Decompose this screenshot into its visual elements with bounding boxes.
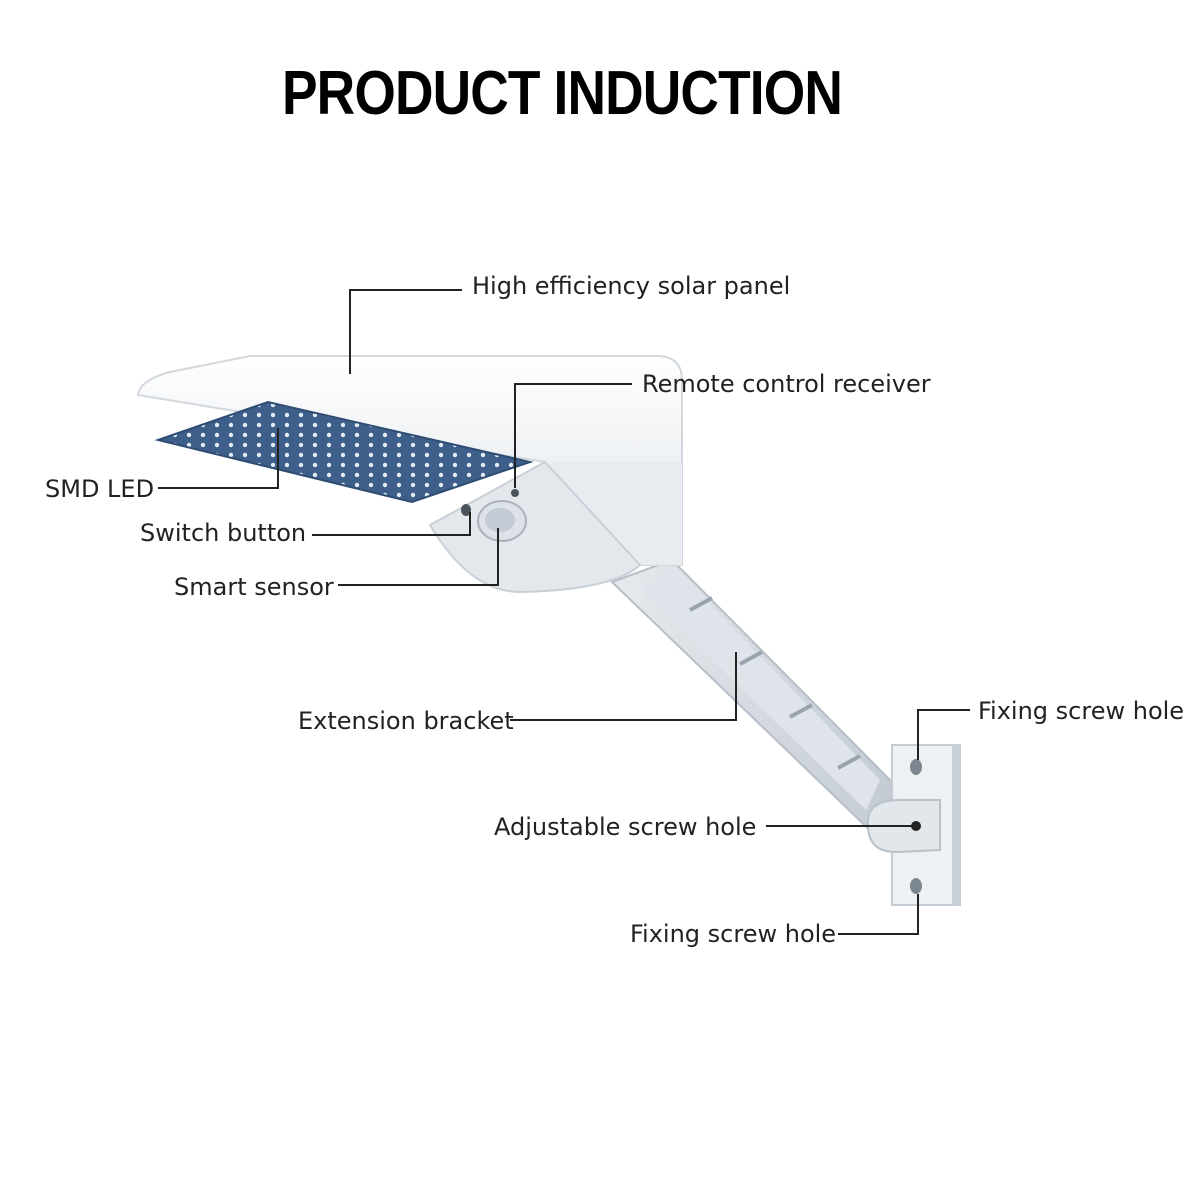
leader-fixing-screw-bottom bbox=[838, 894, 919, 935]
label-fixing-screw-hole-top: Fixing screw hole bbox=[978, 697, 1185, 725]
leader-switch-button bbox=[312, 512, 471, 536]
label-extension-bracket: Extension bracket bbox=[298, 707, 514, 735]
leader-fixing-screw-top bbox=[917, 709, 970, 760]
lamp-head-shape bbox=[136, 355, 683, 594]
leader-remote-receiver bbox=[514, 383, 632, 488]
label-remote-receiver: Remote control receiver bbox=[642, 370, 931, 398]
page-title: PRODUCT INDUCTION bbox=[281, 59, 843, 128]
label-smd-led: SMD LED bbox=[45, 475, 155, 503]
leader-extension-bracket bbox=[510, 652, 737, 721]
leader-smd-led bbox=[158, 428, 279, 489]
leader-smart-sensor bbox=[338, 528, 499, 586]
leader-solar-panel bbox=[349, 289, 462, 374]
label-fixing-screw-hole-bottom: Fixing screw hole bbox=[630, 920, 837, 948]
label-adjustable-screw-hole: Adjustable screw hole bbox=[494, 813, 757, 841]
label-switch-button: Switch button bbox=[140, 519, 307, 547]
label-smart-sensor: Smart sensor bbox=[174, 573, 334, 601]
label-solar-panel: High efficiency solar panel bbox=[472, 272, 791, 300]
